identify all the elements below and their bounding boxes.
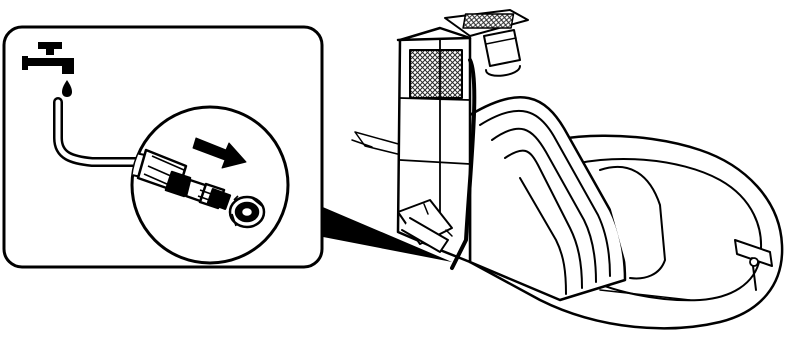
threaded-hose-fitting bbox=[230, 196, 264, 227]
hose-connection-inset bbox=[4, 27, 322, 267]
water-slide-product bbox=[352, 10, 782, 328]
